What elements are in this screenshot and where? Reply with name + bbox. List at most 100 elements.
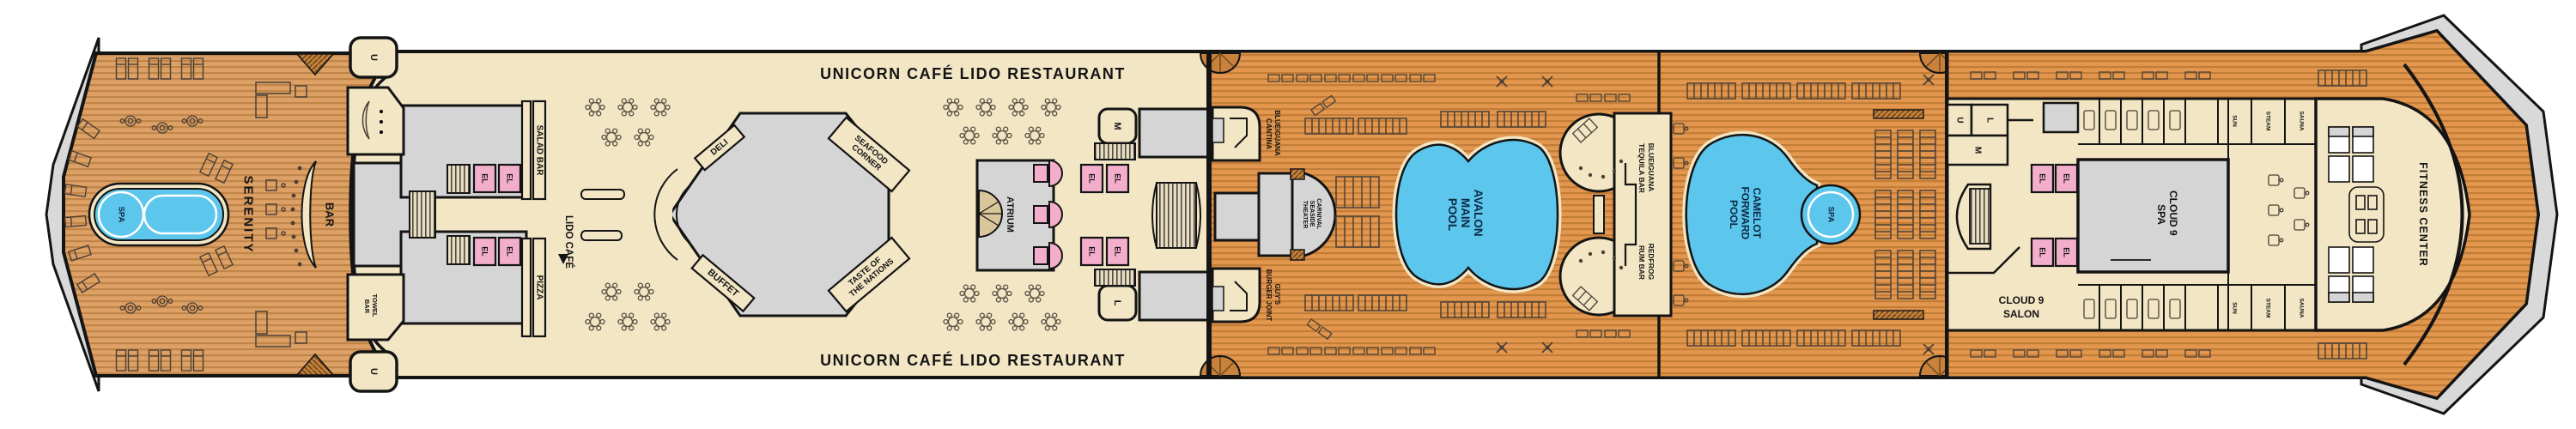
theater-label-1: CARNIVAL bbox=[1315, 198, 1321, 229]
avalon-label-1: AVALON bbox=[1472, 190, 1485, 237]
spa-zone: U L M CLOUD 9 SALON CLOUD 9 SPA bbox=[1946, 97, 2318, 332]
serving-counter bbox=[580, 230, 623, 241]
svg-text:CARNIVAL SEASIDE: CARNIVAL SEASIDE THEATER bbox=[1302, 198, 1321, 230]
theater-label-3: THEATER bbox=[1302, 201, 1308, 229]
towel-bar-pod: TOWEL BAR bbox=[346, 273, 405, 341]
pool-bars: BLUEIGUANA TEQUILA BAR REDFROG RUM BAR bbox=[1558, 112, 1673, 317]
camelot-label-1: CAMELOT bbox=[1751, 188, 1763, 239]
seaside-theater: CARNIVAL SEASIDE THEATER bbox=[1213, 168, 1337, 261]
redfrog-bar-label-2: RUM BAR bbox=[1637, 245, 1646, 280]
camelot-forward-pool: CAMELOT FORWARD POOL SPA bbox=[1682, 130, 1862, 299]
svg-text:BLUEIGUANA TEQUILA BAR: BLUEIGUANA TEQUILA BAR bbox=[1637, 143, 1656, 194]
glass-elevator-icon bbox=[1033, 200, 1063, 229]
blueiguana-cantina: BLUEIGUANA CANTINA bbox=[1211, 106, 1281, 162]
cloud9-salon-label-2: SALON bbox=[2003, 308, 2039, 320]
guys-burger-joint: GUY'S BURGER JOINT bbox=[1211, 267, 1281, 323]
direction-arrow-icon bbox=[558, 254, 568, 264]
restaurant-name-top: UNICORN CAFÉ LIDO RESTAURANT bbox=[820, 64, 1126, 82]
lido-interior: U U TOWEL BAR SALAD BAR PIZZA LIDO CAFÉ bbox=[346, 36, 1210, 393]
svg-text:CAMELOT FORWARD: CAMELOT FORWARD POOL bbox=[1728, 186, 1763, 242]
stairs-icon bbox=[409, 190, 436, 239]
cloud9-salon-label-1: CLOUD 9 bbox=[1999, 294, 2044, 306]
cloud9-spa: CLOUD 9 SPA bbox=[2076, 158, 2230, 274]
theater-label-2: SEASIDE bbox=[1309, 201, 1315, 227]
cloud9-spa-label-1: CLOUD 9 bbox=[2167, 190, 2179, 236]
atrium: ATRIUM bbox=[975, 159, 1063, 272]
stair-pod-u-bottom: U bbox=[349, 350, 398, 393]
cantina-label-2: CANTINA bbox=[1265, 118, 1273, 149]
sauna-room-label: SAUNA bbox=[2299, 298, 2305, 317]
grand-stairs-icon bbox=[1156, 182, 1197, 249]
pizza-counter: PIZZA bbox=[520, 237, 547, 338]
tequila-bar-label-1: BLUEIGUANA bbox=[1647, 143, 1656, 192]
stairs-icon bbox=[447, 235, 471, 265]
avalon-main-pool: AVALON MAIN POOL bbox=[1392, 136, 1562, 293]
stairs-icon bbox=[447, 164, 471, 194]
towel-bar-label-1: TOWEL bbox=[371, 294, 379, 317]
gym-equipment bbox=[2328, 126, 2385, 303]
stairs-icon bbox=[1094, 142, 1136, 160]
fitness-center-label: FITNESS CENTER bbox=[2417, 162, 2429, 267]
cantina-label-1: BLUEIGUANA bbox=[1273, 110, 1281, 156]
fitness-area: FITNESS CENTER bbox=[2314, 97, 2471, 332]
pool-deck: BLUEIGUANA CANTINA GUY'S BURGER JOINT CA… bbox=[1200, 50, 1960, 379]
stair-m-label: M bbox=[1973, 147, 1983, 154]
svg-text:AVALON MAIN PO: AVALON MAIN POOL bbox=[1446, 190, 1485, 240]
atrium-label: ATRIUM bbox=[1005, 196, 1015, 233]
stair-pod-u-top: U bbox=[349, 36, 398, 79]
treatment-rooms bbox=[2078, 99, 2219, 330]
service-room bbox=[1138, 270, 1210, 322]
sun-room-label: SUN bbox=[2232, 115, 2238, 127]
serving-counter bbox=[580, 189, 625, 200]
stairs-icon bbox=[1094, 269, 1136, 287]
cloud9-spa-label-2: SPA bbox=[2155, 204, 2167, 225]
pizza-label: PIZZA bbox=[535, 275, 544, 300]
serenity-label: SERENITY bbox=[241, 175, 256, 253]
pool-loungers bbox=[1267, 74, 1936, 355]
tequila-bar-label-2: TEQUILA BAR bbox=[1637, 143, 1646, 193]
serenity-deck: SPA SERENITY BAR bbox=[62, 51, 398, 378]
serenity-bar: BAR bbox=[290, 160, 337, 269]
service-room bbox=[1138, 107, 1210, 159]
svg-text:CLOUD 9 SPA: CLOUD 9 SPA bbox=[2155, 190, 2179, 239]
buffet-island: DELI BUFFET SEAFOOD CORNER TASTE OF THE … bbox=[653, 112, 911, 317]
spa-stairwell bbox=[1955, 183, 1992, 251]
sauna-room-label: SAUNA bbox=[2299, 111, 2305, 130]
svg-text:REDFROG RUM BAR: REDFROG RUM BAR bbox=[1637, 244, 1656, 282]
svg-text:BLUEIGUANA CANTINA: BLUEIGUANA CANTINA bbox=[1265, 110, 1281, 157]
guys-label-2: BURGER JOINT bbox=[1265, 269, 1273, 322]
towel-bar-label-2: BAR bbox=[363, 299, 371, 314]
salad-bar-counter: SALAD BAR bbox=[520, 100, 547, 201]
svg-text:GUY'S BURGER JOINT: GUY'S BURGER JOINT bbox=[1265, 269, 1281, 322]
guys-label-1: GUY'S bbox=[1273, 284, 1281, 305]
camelot-spa-label: SPA bbox=[1826, 207, 1836, 223]
stair-m-label: M bbox=[1112, 122, 1122, 130]
salad-bar-label: SALAD BAR bbox=[535, 125, 544, 177]
service-room bbox=[2042, 101, 2080, 134]
thermal-rooms bbox=[2218, 99, 2318, 330]
forward-deck: U L M CLOUD 9 SALON CLOUD 9 SPA bbox=[1946, 29, 2540, 400]
avalon-label-3: POOL bbox=[1446, 198, 1459, 231]
stair-l-label: L bbox=[1112, 300, 1122, 306]
bar-back-pod bbox=[346, 86, 405, 156]
steam-room-label: STEAM bbox=[2265, 299, 2271, 318]
glass-elevator-icon bbox=[1033, 159, 1063, 188]
stair-u-label: U bbox=[1955, 117, 1965, 123]
redfrog-bar-label-1: REDFROG bbox=[1647, 244, 1656, 281]
restaurant-name-bottom: UNICORN CAFÉ LIDO RESTAURANT bbox=[820, 351, 1126, 369]
aft-bar-label: BAR bbox=[324, 202, 337, 227]
stair-l-label: L bbox=[1985, 118, 1995, 123]
stair-u-label: U bbox=[368, 54, 379, 61]
serenity-spa-pool: SPA bbox=[88, 182, 230, 247]
serenity-sofas bbox=[255, 82, 307, 347]
camelot-label-2: FORWARD bbox=[1740, 186, 1752, 239]
svg-text:TOWEL BAR: TOWEL BAR bbox=[363, 294, 379, 319]
steam-room-label: STEAM bbox=[2265, 112, 2271, 131]
sun-room-label: SUN bbox=[2232, 302, 2238, 314]
avalon-label-2: MAIN bbox=[1459, 198, 1472, 228]
serenity-spa-label: SPA bbox=[117, 207, 126, 223]
bow-windscreen bbox=[2403, 63, 2464, 366]
glass-elevator-icon bbox=[1033, 241, 1063, 270]
